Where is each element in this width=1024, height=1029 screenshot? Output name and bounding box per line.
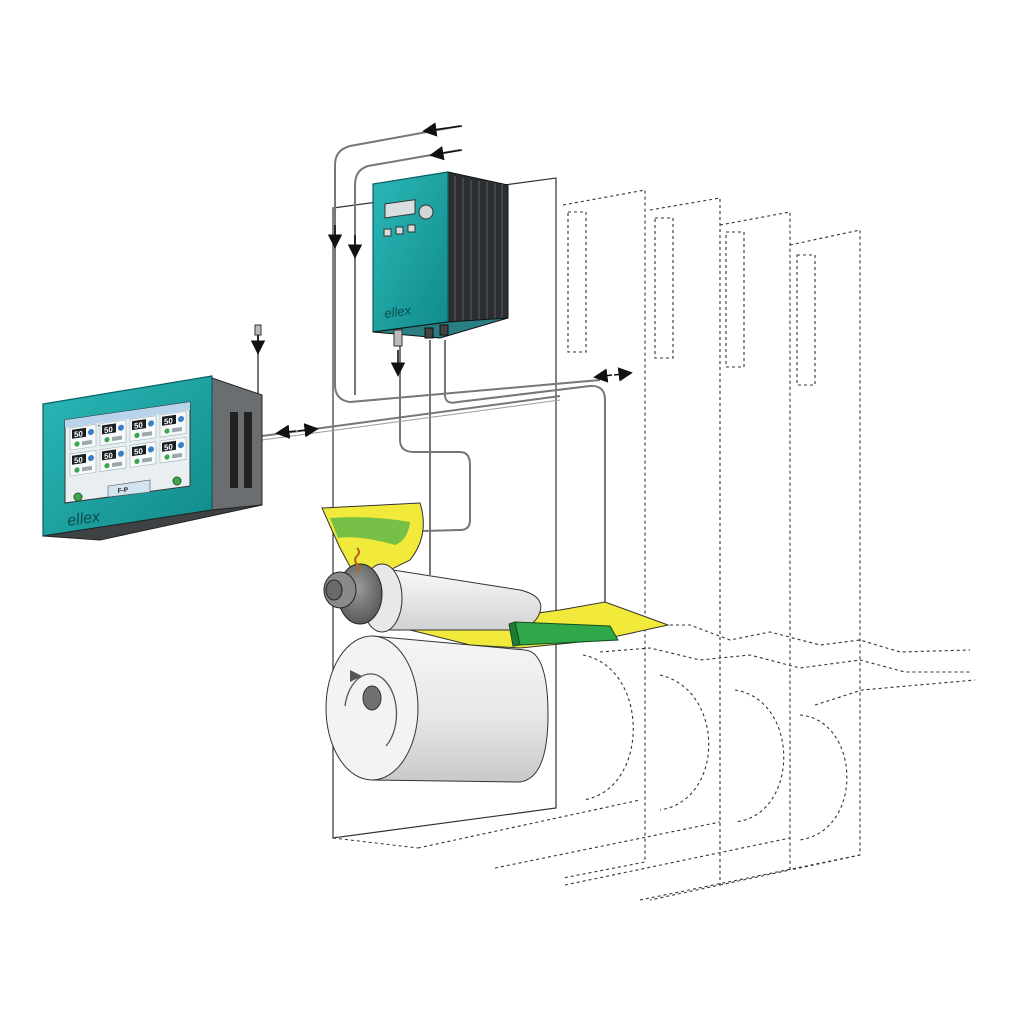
generator-logo: ellex: [383, 302, 412, 321]
ground-roller: [325, 635, 549, 783]
panel-tile-value: 50: [134, 421, 143, 431]
electrode-roller: [323, 547, 542, 633]
generator-button-3[interactable]: [407, 224, 416, 233]
rotation-arrow-icon: [350, 670, 362, 682]
panel-tile-status-icon: [134, 458, 140, 465]
panel-tile-5[interactable]: 50: [69, 450, 97, 477]
panel-tile-indicator-icon: [148, 420, 154, 427]
panel-tile-status-icon: [104, 437, 110, 443]
panel-tile-4[interactable]: 50: [159, 411, 187, 438]
generator-knob[interactable]: [418, 204, 434, 220]
panel-tile-status-icon: [74, 467, 80, 473]
panel-tile-status-icon: [74, 441, 80, 447]
panel-tile-value: 50: [134, 447, 143, 457]
panel-tile-value: 50: [74, 455, 83, 465]
panel-tile-status-icon: [134, 432, 140, 439]
arrow-panel-right: [297, 423, 319, 438]
panel-tile-3[interactable]: 50: [129, 415, 157, 442]
panel-tile-indicator-icon: [118, 424, 124, 431]
panel-tile-2[interactable]: 50: [99, 419, 127, 446]
panel-tile-7[interactable]: 50: [129, 441, 157, 468]
arrow-panel-left: [275, 424, 297, 439]
panel-tile-8[interactable]: 50: [159, 437, 187, 464]
additional-stations-dashed: [417, 189, 976, 901]
panel-tile-grid: 50 50 50 50 50 50 50 50: [69, 411, 187, 477]
station-outline-1: [417, 189, 646, 879]
panel-tile-indicator-icon: [88, 429, 94, 436]
panel-logo: ellex: [66, 508, 102, 530]
panel-tile-value: 50: [164, 416, 173, 426]
panel-status-indicator[interactable]: [172, 476, 182, 486]
generator-button-2[interactable]: [395, 226, 404, 235]
station-outline-4: [639, 229, 976, 901]
panel-tile-6[interactable]: 50: [99, 445, 127, 472]
panel-fp-button[interactable]: [107, 479, 151, 498]
flow-arrows: [250, 122, 633, 439]
panel-tile-status-icon: [104, 463, 110, 469]
arrow-network-left: [593, 368, 613, 383]
generator-display: [384, 199, 416, 219]
panel-tile-value: 50: [104, 425, 113, 435]
output-connector: [393, 329, 403, 347]
generator-unit: ellex: [372, 171, 509, 347]
panel-tile-indicator-icon: [178, 442, 184, 449]
arrow-supply-2: [429, 146, 463, 161]
panel-tile-indicator-icon: [118, 450, 124, 457]
film-path-dashed: [640, 624, 971, 653]
corona-electrode: [508, 621, 619, 647]
panel-fp-label: F-P: [117, 486, 129, 494]
panel-tile-indicator-icon: [88, 455, 94, 462]
generator-button-1[interactable]: [383, 228, 392, 237]
panel-tile-value: 50: [164, 442, 173, 452]
station-outline-3: [564, 211, 791, 886]
panel-tile-indicator-icon: [178, 416, 184, 423]
panel-tile-value: 50: [74, 429, 83, 439]
arrow-network-right: [613, 367, 633, 382]
panel-power-plug: [254, 324, 262, 336]
arrow-supply-1: [422, 122, 463, 137]
panel-tile-1[interactable]: 50: [69, 424, 97, 451]
panel-tile-status-icon: [164, 428, 170, 434]
panel-tile-indicator-icon: [148, 446, 154, 453]
station-outline-2: [494, 197, 721, 901]
panel-tile-status-icon: [164, 454, 170, 460]
panel-tile-value: 50: [104, 451, 113, 461]
